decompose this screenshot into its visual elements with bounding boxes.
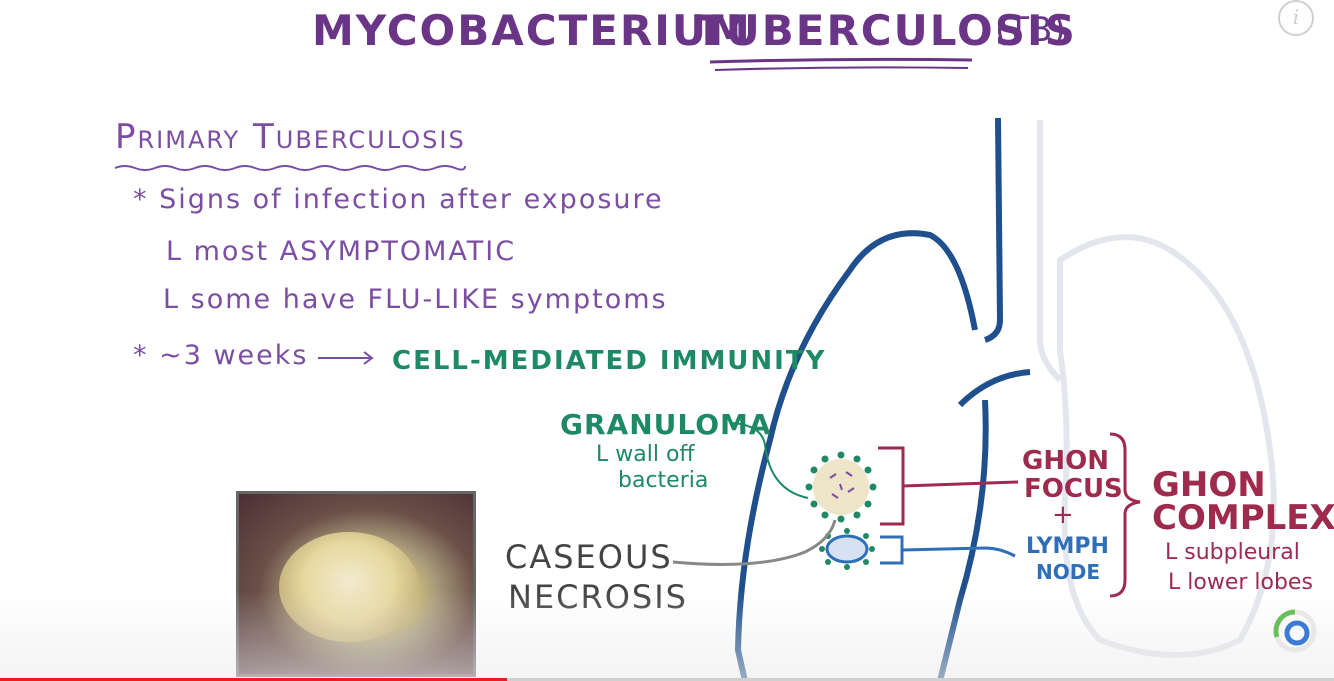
progress-played (0, 678, 507, 681)
ghon-focus-label-1: GHON (1022, 446, 1109, 476)
bronchus-branch (957, 369, 1031, 408)
granuloma-sub-1: L wall off (596, 442, 695, 467)
sub-flu-like: L some have FLU-LIKE symptoms (163, 284, 668, 315)
title-underline-2 (714, 66, 969, 71)
loading-ring-icon (1273, 609, 1317, 653)
complex-brace (1109, 432, 1141, 598)
plus-sign: + (1052, 500, 1074, 530)
lymph-label-1: LYMPH (1026, 534, 1109, 559)
lung-medial-edge (937, 399, 989, 681)
title-part-2: TUBERCULOSIS (695, 6, 1077, 55)
progress-track[interactable] (0, 678, 1334, 681)
location-lower-lobes: L lower lobes (1168, 570, 1313, 595)
bullet-signs: * Signs of infection after exposure (133, 184, 664, 215)
caseous-necrosis-photo (236, 491, 476, 677)
granuloma-dots (805, 451, 877, 523)
section-heading: Primary Tuberculosis (115, 117, 466, 157)
title-part-1: MYCOBACTERIUM (312, 6, 752, 55)
focus-bracket (878, 446, 905, 526)
left-lung-outline (734, 230, 978, 681)
lymph-node (825, 534, 869, 564)
sub-asymptomatic: L most ASYMPTOMATIC (166, 236, 517, 267)
arrow-line (318, 351, 374, 365)
lymph-label-2: NODE (1036, 560, 1101, 584)
ghon-complex-label-2: COMPLEX (1152, 498, 1334, 538)
ghon-focus-label-2: FOCUS (1024, 474, 1123, 504)
granuloma-sub-2: bacteria (618, 468, 709, 493)
caseous-pointer (672, 519, 837, 566)
heading-underline (114, 165, 466, 171)
trachea-line (983, 117, 1004, 343)
info-icon[interactable]: i (1278, 0, 1314, 36)
lymph-line (901, 546, 1016, 558)
granuloma-label: GRANULOMA (560, 408, 772, 441)
title-underline-1 (709, 57, 973, 64)
bacteria-marks (829, 471, 855, 499)
focus-line (902, 480, 1019, 488)
granuloma-pointer (731, 422, 809, 499)
necrotic-center (279, 532, 419, 642)
necrosis-label: NECROSIS (508, 578, 688, 616)
caseous-label: CASEOUS (505, 538, 673, 576)
lymph-bracket (880, 535, 904, 565)
title-abbreviation: (TB) (995, 10, 1066, 50)
location-subpleural: L subpleural (1165, 540, 1300, 565)
ghon-complex-label-1: GHON (1152, 465, 1266, 505)
right-bronchus (1037, 120, 1063, 383)
cell-mediated-immunity: CELL-MEDIATED IMMUNITY (392, 346, 827, 376)
bullet-weeks: * ~3 weeks (133, 340, 309, 371)
